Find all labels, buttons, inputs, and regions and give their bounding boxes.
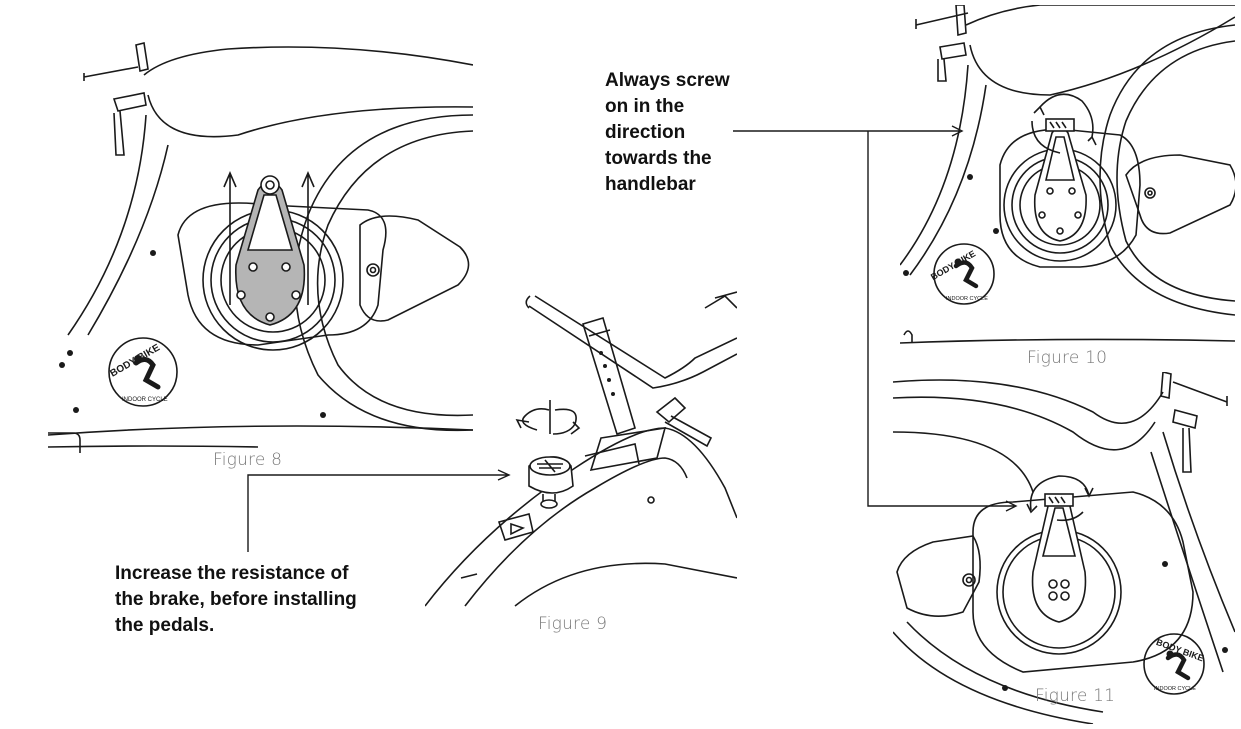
frame-body [425, 427, 737, 607]
rotation-arrow [1029, 475, 1090, 522]
svg-text:INDOOR CYCLE: INDOOR CYCLE [1154, 686, 1196, 692]
handlebar [528, 295, 737, 389]
figure-9-caption: Figure 9 [538, 614, 608, 634]
note-line: towards the [605, 148, 712, 169]
note-screw-direction: Always screw on in the direction towards… [605, 68, 730, 198]
rotation-arrow-left [515, 408, 550, 431]
handle-lever-lower [112, 92, 147, 156]
figure-9-illustration [425, 288, 737, 613]
seat-lever [655, 396, 713, 448]
flywheel-arc [1099, 24, 1235, 316]
crank-cover [999, 128, 1141, 268]
note-line: the brake, before installing [115, 589, 357, 610]
frame-outline [143, 46, 473, 76]
figure-10-illustration [900, 5, 1235, 345]
rotation-arrow-right [552, 408, 581, 435]
seat-post [581, 317, 636, 436]
side-plate [359, 215, 470, 322]
rotation-arrow [1031, 93, 1094, 154]
figure-8-caption: Figure 8 [213, 450, 283, 470]
svg-text:INDOOR CYCLE: INDOOR CYCLE [122, 397, 168, 403]
handle-lever-upper [1160, 372, 1228, 406]
handle-lever-upper [915, 5, 969, 37]
figure-8-illustration [48, 35, 473, 460]
handle-lever-upper [83, 42, 149, 81]
crank-cover [177, 202, 387, 346]
callout-line-resistance [247, 469, 511, 552]
callout-line-to-figure-11 [867, 131, 1018, 512]
frame-outline [893, 379, 1164, 424]
side-plate [1125, 154, 1235, 235]
side-plate [896, 535, 981, 617]
svg-text:INDOOR CYCLE: INDOOR CYCLE [946, 296, 988, 302]
body-bike-logo-fig10: BODY BIKE INDOOR CYCLE [924, 240, 1004, 315]
handle-lever-lower [1172, 408, 1198, 473]
frame-outline [965, 5, 1235, 26]
note-line: Always screw [605, 70, 730, 91]
body-bike-logo-fig11: BODY BIKE INDOOR CYCLE [1138, 630, 1212, 705]
arrow-up-left [223, 170, 237, 305]
note-line: direction [605, 122, 686, 143]
note-line: the pedals. [115, 615, 215, 636]
crank-cover [972, 491, 1194, 673]
arrow-up-right [301, 170, 315, 305]
body-bike-logo-fig8: BODY BIKE INDOOR CYCLE [98, 335, 188, 415]
note-line: handlebar [605, 174, 696, 195]
note-line: Increase the resistance of [115, 563, 349, 584]
figure-10-caption: Figure 10 [1027, 348, 1108, 368]
figure-11-caption: Figure 11 [1035, 686, 1116, 706]
crank-bolts [1048, 579, 1070, 601]
handle-lever-lower [937, 42, 967, 82]
flywheel-arc [893, 431, 1034, 493]
callout-line-screw-direction [733, 125, 964, 137]
figure-11-illustration [893, 372, 1235, 724]
note-resistance: Increase the resistance of the brake, be… [115, 561, 357, 639]
note-line: on in the [605, 96, 685, 117]
